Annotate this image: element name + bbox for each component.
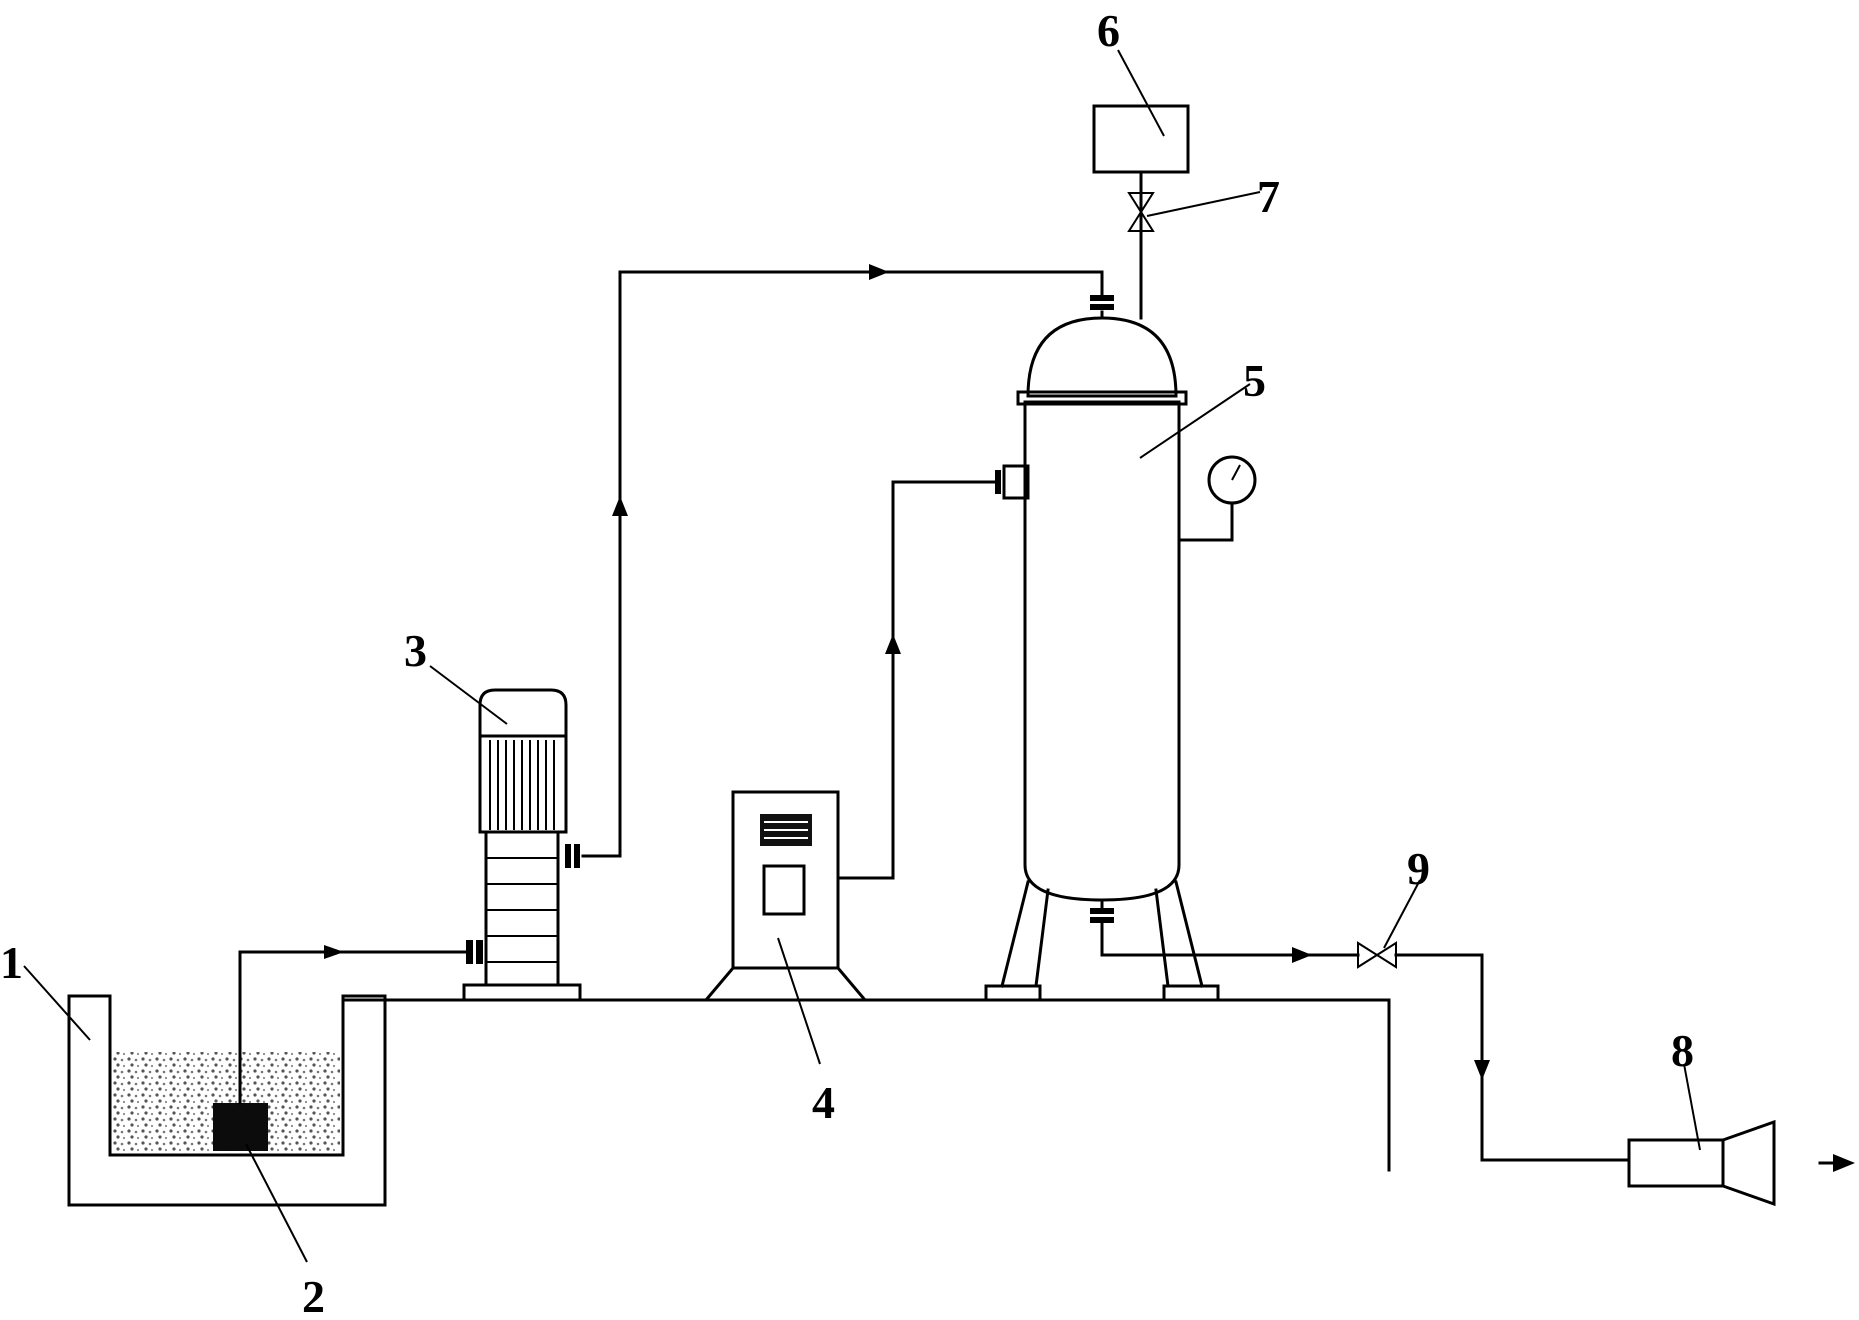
motor-fins <box>489 740 555 830</box>
leader-lines <box>23 49 1701 1263</box>
motor-cap <box>478 688 568 738</box>
ejector-body <box>1627 1138 1725 1188</box>
label-5: 5 <box>1243 355 1266 406</box>
submersible-pump <box>213 1103 268 1151</box>
component-labels: 1 2 3 4 5 6 7 8 9 <box>0 5 1694 1320</box>
ejector <box>1627 1119 1855 1207</box>
pressure-gauge <box>1177 455 1257 542</box>
vessel-legs <box>984 880 1220 1002</box>
valve-7 <box>1127 192 1155 232</box>
vessel-head <box>1026 316 1178 398</box>
top-exhaust-line <box>1092 104 1190 320</box>
label-8: 8 <box>1671 1025 1694 1076</box>
pump-base <box>462 983 582 1002</box>
pipe-generator-to-vessel <box>836 464 1030 880</box>
flow-arrow-up <box>885 634 901 654</box>
flow-arrow-right <box>1292 947 1312 963</box>
label-1: 1 <box>0 937 23 988</box>
pipe-tank-to-pump <box>238 940 483 1105</box>
flow-arrow-right <box>869 264 889 280</box>
label-2: 2 <box>302 1271 325 1320</box>
label-9: 9 <box>1407 843 1430 894</box>
top-tank <box>1092 104 1190 174</box>
cabinet-base <box>702 966 869 1002</box>
multistage-pump <box>462 688 582 1002</box>
flow-arrow-up <box>612 496 628 516</box>
generator-cabinet <box>702 790 869 1002</box>
label-4: 4 <box>812 1077 835 1128</box>
label-6: 6 <box>1097 5 1120 56</box>
vessel-body <box>1023 400 1181 902</box>
outflow-arrow <box>1833 1154 1855 1172</box>
vessel-flange <box>1016 390 1188 406</box>
ground-platform <box>341 996 1391 1172</box>
label-7: 7 <box>1257 171 1280 222</box>
cabinet-panel <box>762 864 806 916</box>
flow-arrow-down <box>1474 1060 1490 1080</box>
pipe-pump-to-vessel <box>565 264 1114 868</box>
ejector-nozzle <box>1721 1119 1776 1207</box>
flow-arrow-right <box>324 945 344 959</box>
water-tank <box>67 994 387 1207</box>
cabinet-body <box>731 790 840 970</box>
pipe-vessel-to-ejector <box>1100 921 1631 1162</box>
reaction-vessel <box>984 310 1220 1002</box>
label-3: 3 <box>404 625 427 676</box>
valve-9 <box>1357 941 1397 969</box>
